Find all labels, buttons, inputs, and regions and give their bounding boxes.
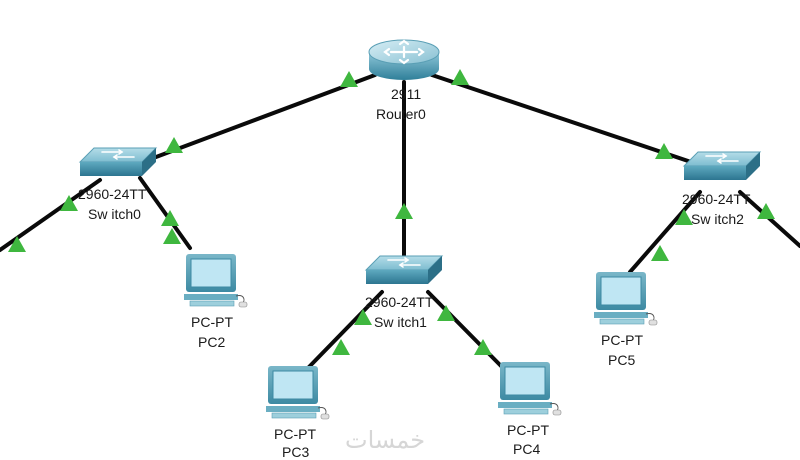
link-up-indicator-5 [60,195,78,211]
pc5-name-label: PC5 [608,352,636,368]
link-up-indicator-3 [395,203,413,219]
link-lights [8,69,775,355]
pc3-name-label: PC3 [282,444,310,460]
pc4-model-label: PC-PT [507,422,549,438]
link-up-indicator-4 [655,143,673,159]
pc-icon-2[interactable] [184,254,248,308]
switch0-model-label: 2960-24TT [78,186,147,202]
link-up-indicator-11 [437,305,455,321]
switch-icon-0[interactable] [78,147,158,176]
link-up-indicator-2 [165,137,183,153]
switch2-name-label: Sw itch2 [691,211,744,227]
pc4-name-label: PC4 [513,441,541,457]
router-model-label: 2911 [391,86,422,102]
link-up-indicator-0 [340,71,358,87]
link-switch2-pc5[interactable] [628,190,702,274]
router-name-label: Router0 [376,106,426,122]
switch-icon-2[interactable] [682,151,762,180]
watermark-text: خمسات [345,426,426,454]
link-up-indicator-9 [354,309,372,325]
pc3-model-label: PC-PT [274,426,316,442]
pc-icon-3[interactable] [266,366,330,420]
link-switch1-pc4[interactable] [426,290,507,372]
switch1-name-label: Sw itch1 [374,314,427,330]
link-router0-switch2[interactable] [430,73,702,167]
switch2-model-label: 2960-24TT [682,191,751,207]
link-up-indicator-15 [757,203,775,219]
link-switch1-pc3[interactable] [306,290,384,370]
link-up-indicator-1 [451,69,469,85]
link-up-indicator-13 [675,209,693,225]
link-up-indicator-12 [474,339,492,355]
switch-icon-1[interactable] [364,255,444,284]
link-up-indicator-10 [332,339,350,355]
link-up-indicator-6 [8,236,26,252]
switch0-name-label: Sw itch0 [88,206,141,222]
switch1-model-label: 2960-24TT [365,294,434,310]
router-icon[interactable] [368,39,440,80]
pc2-name-label: PC2 [198,334,226,350]
pc2-model-label: PC-PT [191,314,233,330]
link-up-indicator-14 [651,245,669,261]
link-up-indicator-7 [161,210,179,226]
pc-icon-5[interactable] [594,272,658,326]
link-up-indicator-8 [163,228,181,244]
pc5-model-label: PC-PT [601,332,643,348]
pc-icon-4[interactable] [498,362,562,416]
link-switch0-pc2[interactable] [138,176,192,250]
